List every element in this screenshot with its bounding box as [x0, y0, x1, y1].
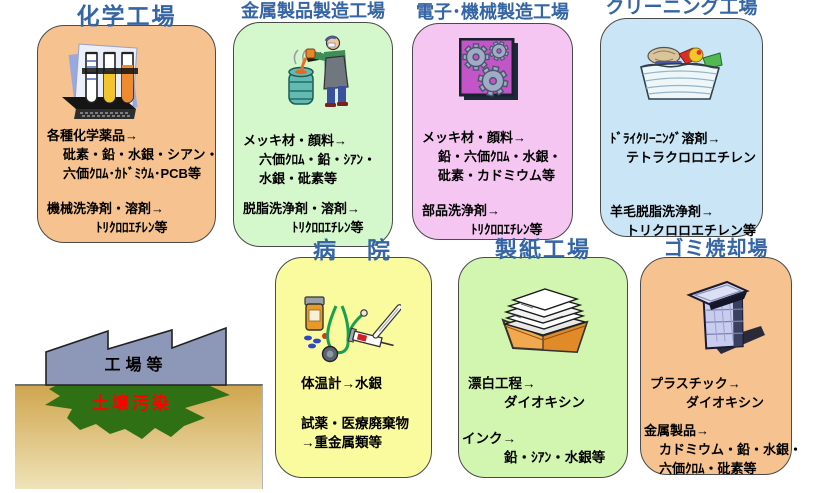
panel-title: 電子･機械製造工場 — [416, 2, 569, 22]
panel-line: 各種化学薬品→ — [47, 128, 139, 143]
panel-chemical-plant: 化学工場 各種化学薬品→ 砒素・鉛・水銀・シアン・ 六価ｸﾛﾑ･ｶﾄﾞﾐ — [37, 5, 219, 243]
panel-line: 砒素・鉛・水銀・シアン・ — [63, 147, 219, 162]
soil-contamination-blob — [45, 385, 230, 439]
panel-line: 漂白工程→ — [468, 376, 536, 391]
panel-text: ﾄﾞﾗｲｸﾘｰﾆﾝｸﾞ溶剤→ テトラクロロエチレン 羊毛脱脂洗浄剤→ トリクロロ… — [601, 19, 762, 240]
panel-hospital: 病 院 — [275, 239, 432, 478]
panel-text: メッキ材・顔料→ 鉛・六価ｸﾛﾑ・水銀・ 砒素・カドミウム等 部品洗浄剤→ ﾄﾘ… — [413, 24, 572, 239]
panel-line: 鉛・ｼｱﾝ・水銀等 — [504, 450, 606, 465]
panel-line: ﾄﾘｸﾛﾛｴﾁﾚﾝ等 — [471, 222, 543, 237]
trash-can-icon — [681, 278, 766, 360]
panel-text: 各種化学薬品→ 砒素・鉛・水銀・シアン・ 六価ｸﾛﾑ･ｶﾄﾞﾐｳﾑ･PCB等 機… — [38, 26, 219, 237]
panel-title: 病 院 — [313, 237, 394, 263]
panel-line: ダイオキシン — [504, 395, 585, 410]
panel-line: インク→ — [462, 431, 516, 446]
laundry-basket-icon — [633, 43, 726, 101]
panel-line: 金属製品→ — [644, 423, 710, 438]
panel-title: 製紙工場 — [494, 237, 592, 262]
panel-line: 水銀・砒素等 — [259, 171, 338, 186]
panel-line: ﾄﾘｸﾛﾛｴﾁﾚﾝ等 — [96, 220, 168, 235]
panel-text: 漂白工程→ ダイオキシン インク→ 鉛・ｼｱﾝ・水銀等 — [459, 258, 627, 467]
panel-text: メッキ材・顔料→ 六価ｸﾛﾑ・鉛・ｼｱﾝ・ 水銀・砒素等 脱脂洗浄剤・溶剤→ ﾄ… — [234, 23, 392, 237]
metal-worker-icon — [276, 34, 371, 109]
panel-incinerator: ゴミ焼却場 プラスチック→ ダイオキシン 金属製品→ カドミウム・鉛・水銀・ 六… — [640, 239, 803, 478]
panel-line: ダイオキシン — [686, 395, 765, 410]
panel-line: 六価ｸﾛﾑ･ｶﾄﾞﾐｳﾑ･PCB等 — [63, 166, 201, 181]
panel-line: プラスチック→ — [650, 376, 741, 391]
factory-silhouette — [45, 327, 227, 386]
panel-line: トリクロロエチレン等 — [626, 223, 757, 238]
soil-contamination-label: 土壌汚染 — [92, 394, 172, 413]
panel-line: 砒素・カドミウム等 — [438, 168, 556, 183]
panel-paper-mill: 製紙工場 漂白工程→ ダイオキシン インク→ 鉛・ｼｱﾝ・水銀等 — [458, 239, 628, 478]
panel-line: 鉛・六価ｸﾛﾑ・水銀・ — [438, 149, 562, 164]
panel-line: メッキ材・顔料→ — [422, 130, 527, 145]
factory-label: 工場等 — [104, 357, 168, 374]
panel-line: 試薬・医療廃棄物 — [301, 416, 409, 431]
panel-text: プラスチック→ ダイオキシン 金属製品→ カドミウム・鉛・水銀・ 六価ｸﾛﾑ・砒… — [641, 258, 803, 478]
gears-icon — [459, 38, 519, 101]
panel-metal-products-plant: 金属製品製造工場 — [233, 2, 393, 247]
panel-line: 六価ｸﾛﾑ・鉛・ｼｱﾝ・ — [259, 152, 377, 167]
medical-supplies-icon — [296, 294, 401, 364]
panel-line: 部品洗浄剤→ — [422, 203, 501, 218]
panel-electronics-machinery-plant: 電子･機械製造工場 — [412, 3, 573, 240]
panel-line: 羊毛脱脂洗浄剤→ — [610, 204, 715, 219]
panel-line: 機械洗浄剤・溶剤→ — [47, 201, 165, 216]
panel-line: メッキ材・顔料→ — [243, 133, 348, 148]
panel-line: ﾄﾘｸﾛﾛｴﾁﾚﾝ等 — [292, 220, 364, 235]
panel-line: カドミウム・鉛・水銀・ — [659, 442, 803, 457]
panel-text: 体温計→水銀 試薬・医療廃棄物 →重金属類等 — [276, 258, 431, 452]
panel-line: →重金属類等 — [301, 435, 382, 450]
paper-stack-icon — [491, 284, 596, 356]
panel-title: クリーニング工場 — [605, 0, 758, 18]
panel-line: 体温計→水銀 — [301, 376, 382, 391]
panel-line: テトラクロロエチレン — [626, 150, 757, 165]
panel-title: 化学工場 — [76, 3, 177, 29]
panel-line: 六価ｸﾛﾑ・砒素等 — [659, 461, 757, 476]
panel-line: 脱脂洗浄剤・溶剤→ — [243, 201, 361, 216]
test-tubes-icon — [56, 39, 163, 126]
panel-title: 金属製品製造工場 — [241, 1, 385, 21]
panel-dry-cleaning-plant: クリーニング工場 ﾄﾞﾗｲｸﾘｰﾆﾝｸﾞ溶剤→ テトラクロロエチレン 羊毛脱脂洗… — [600, 0, 763, 240]
panel-title: ゴミ焼却場 — [663, 238, 769, 260]
panel-line: ﾄﾞﾗｲｸﾘｰﾆﾝｸﾞ溶剤→ — [610, 131, 721, 146]
